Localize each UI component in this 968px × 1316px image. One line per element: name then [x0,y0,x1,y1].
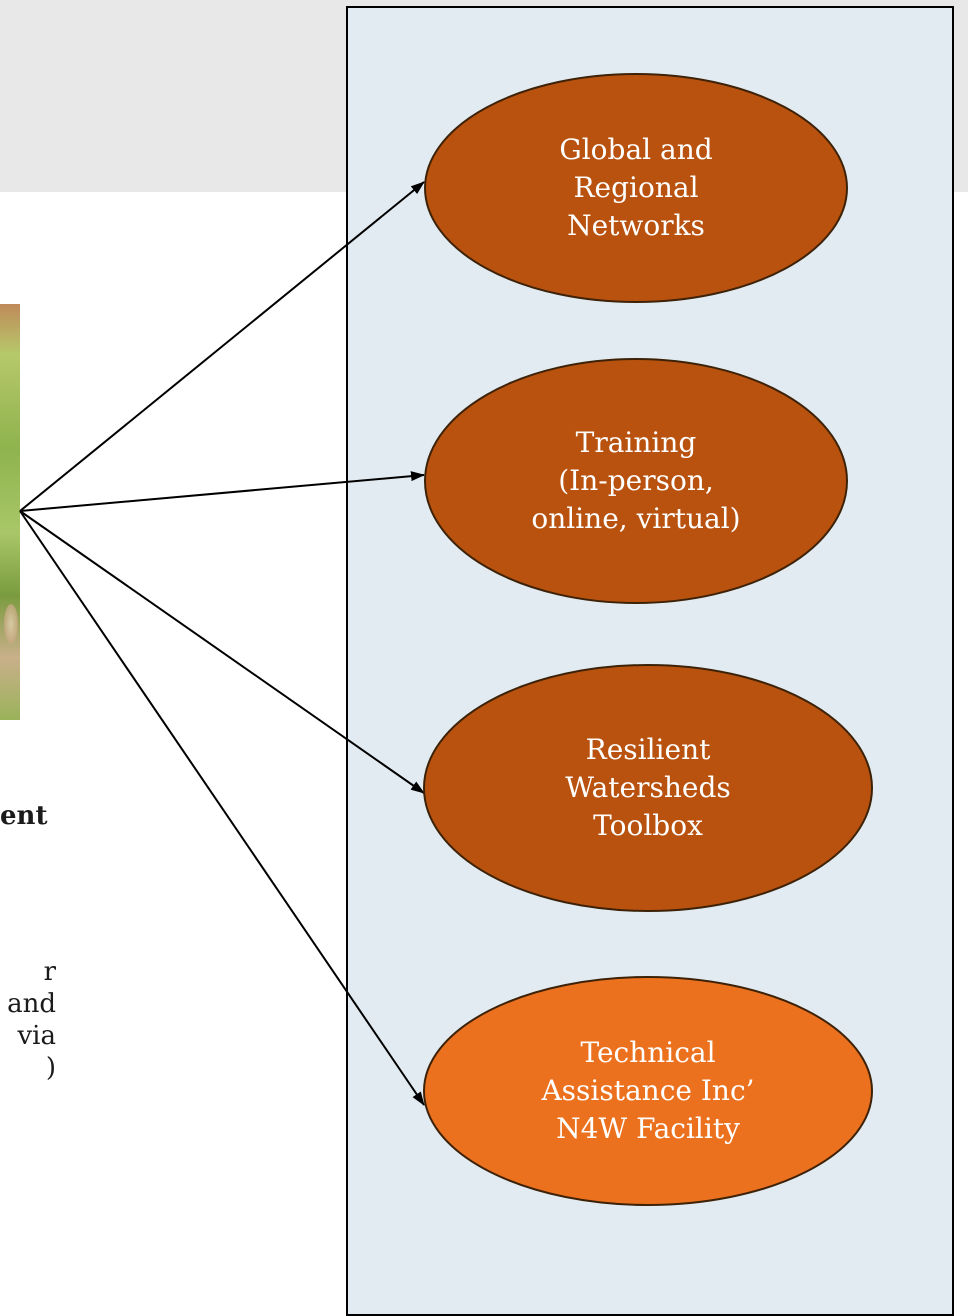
node-ellipse-training [424,358,848,604]
left-body-line: ) [45,1053,56,1083]
node-label-line: Technical [580,1036,716,1069]
node-ellipse-resilient-watersheds-toolbox [423,664,873,912]
cropped-photo [0,304,20,720]
node-label-training: Training (In-person, online, virtual) [425,359,847,603]
left-heading-fragment: ent [0,801,48,831]
node-label-line: Resilient [585,733,711,766]
node-label-line: Regional [573,171,699,204]
left-body-line: via [17,1021,56,1051]
arrow-to-global-regional-networks [19,181,425,512]
node-label-line: (In-person, [558,464,714,497]
node-label-line: Watersheds [565,771,731,804]
left-body-fragment: r and via ) [0,956,56,1084]
node-label-line: Toolbox [593,809,703,842]
left-body-line: and [7,989,56,1019]
node-ellipse-technical-assistance [423,976,873,1206]
node-label-line: Training [575,426,697,459]
arrow-to-resilient-watersheds-toolbox [19,510,425,794]
left-body-line: r [43,957,56,987]
arrow-to-training [19,471,425,512]
node-label-line: Global and [559,133,713,166]
node-label-line: Assistance Inc’ [541,1074,755,1107]
node-label-line: N4W Facility [556,1112,740,1145]
node-label-line: online, virtual) [531,502,741,535]
node-label-line: Networks [567,209,705,242]
node-group [423,73,873,1206]
node-ellipse-global-regional-networks [424,73,848,303]
arrow-to-technical-assistance [19,510,425,1106]
arrow-group [19,181,425,1106]
